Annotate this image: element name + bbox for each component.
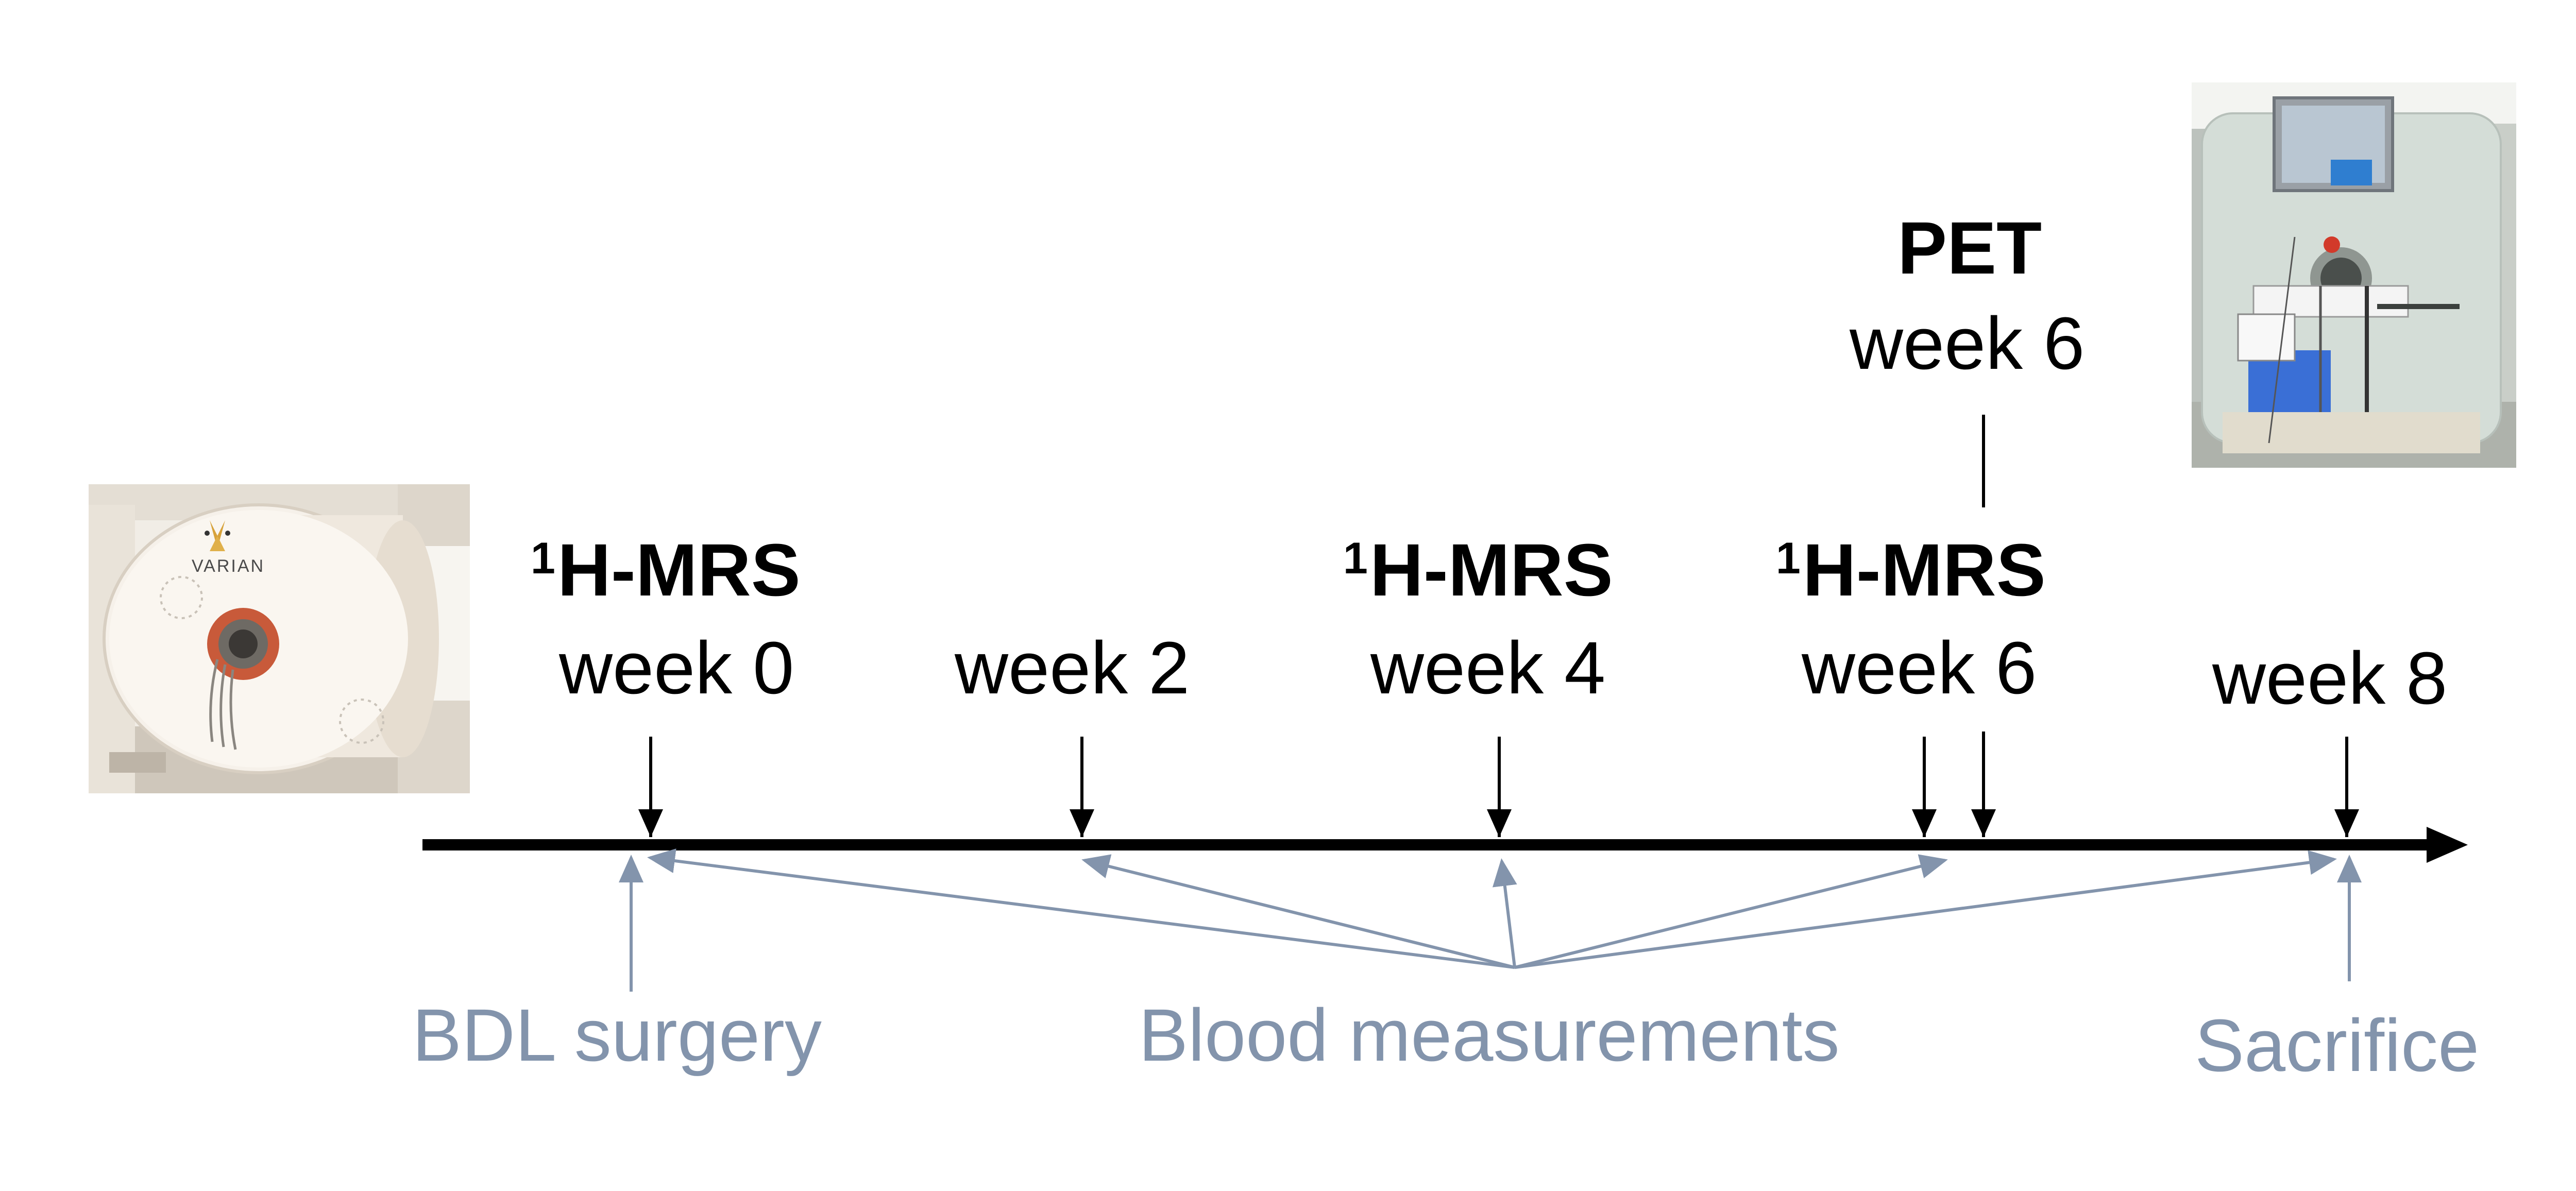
blood-arrow-wk0 [647,848,1515,969]
varian-logo-text: VARIAN [192,556,265,576]
event-wk0-week: week 0 [559,626,794,709]
event-pet-title: PET [1897,207,2042,290]
event-wk4-week: week 4 [1370,626,1606,709]
pet-scanner-image [2192,82,2516,468]
mri-scanner-image: VARIAN [89,484,470,793]
sacrifice-label: Sacrifice [2195,1004,2480,1087]
blood-arrow-wk8 [1514,850,2337,969]
event-wk4-title: 1H-MRS [1343,529,1613,611]
blood-arrow-wk6 [1514,854,1948,969]
timeline-arrowhead [2427,827,2468,863]
event-wk6-week: week 6 [1802,626,2037,709]
event-wk0-title: 1H-MRS [531,529,801,611]
blood-arrow-wk2 [1081,854,1515,969]
event-wk6-title: 1H-MRS [1776,529,2046,611]
bdl-surgery-label: BDL surgery [412,994,822,1077]
event-pet-week: week 6 [1850,302,2085,385]
blood-measurements-label: Blood measurements [1139,994,1840,1077]
blood-arrow-wk4 [1492,858,1517,968]
event-wk2-week: week 2 [955,626,1190,709]
event-wk8-week: week 8 [2212,637,2448,720]
